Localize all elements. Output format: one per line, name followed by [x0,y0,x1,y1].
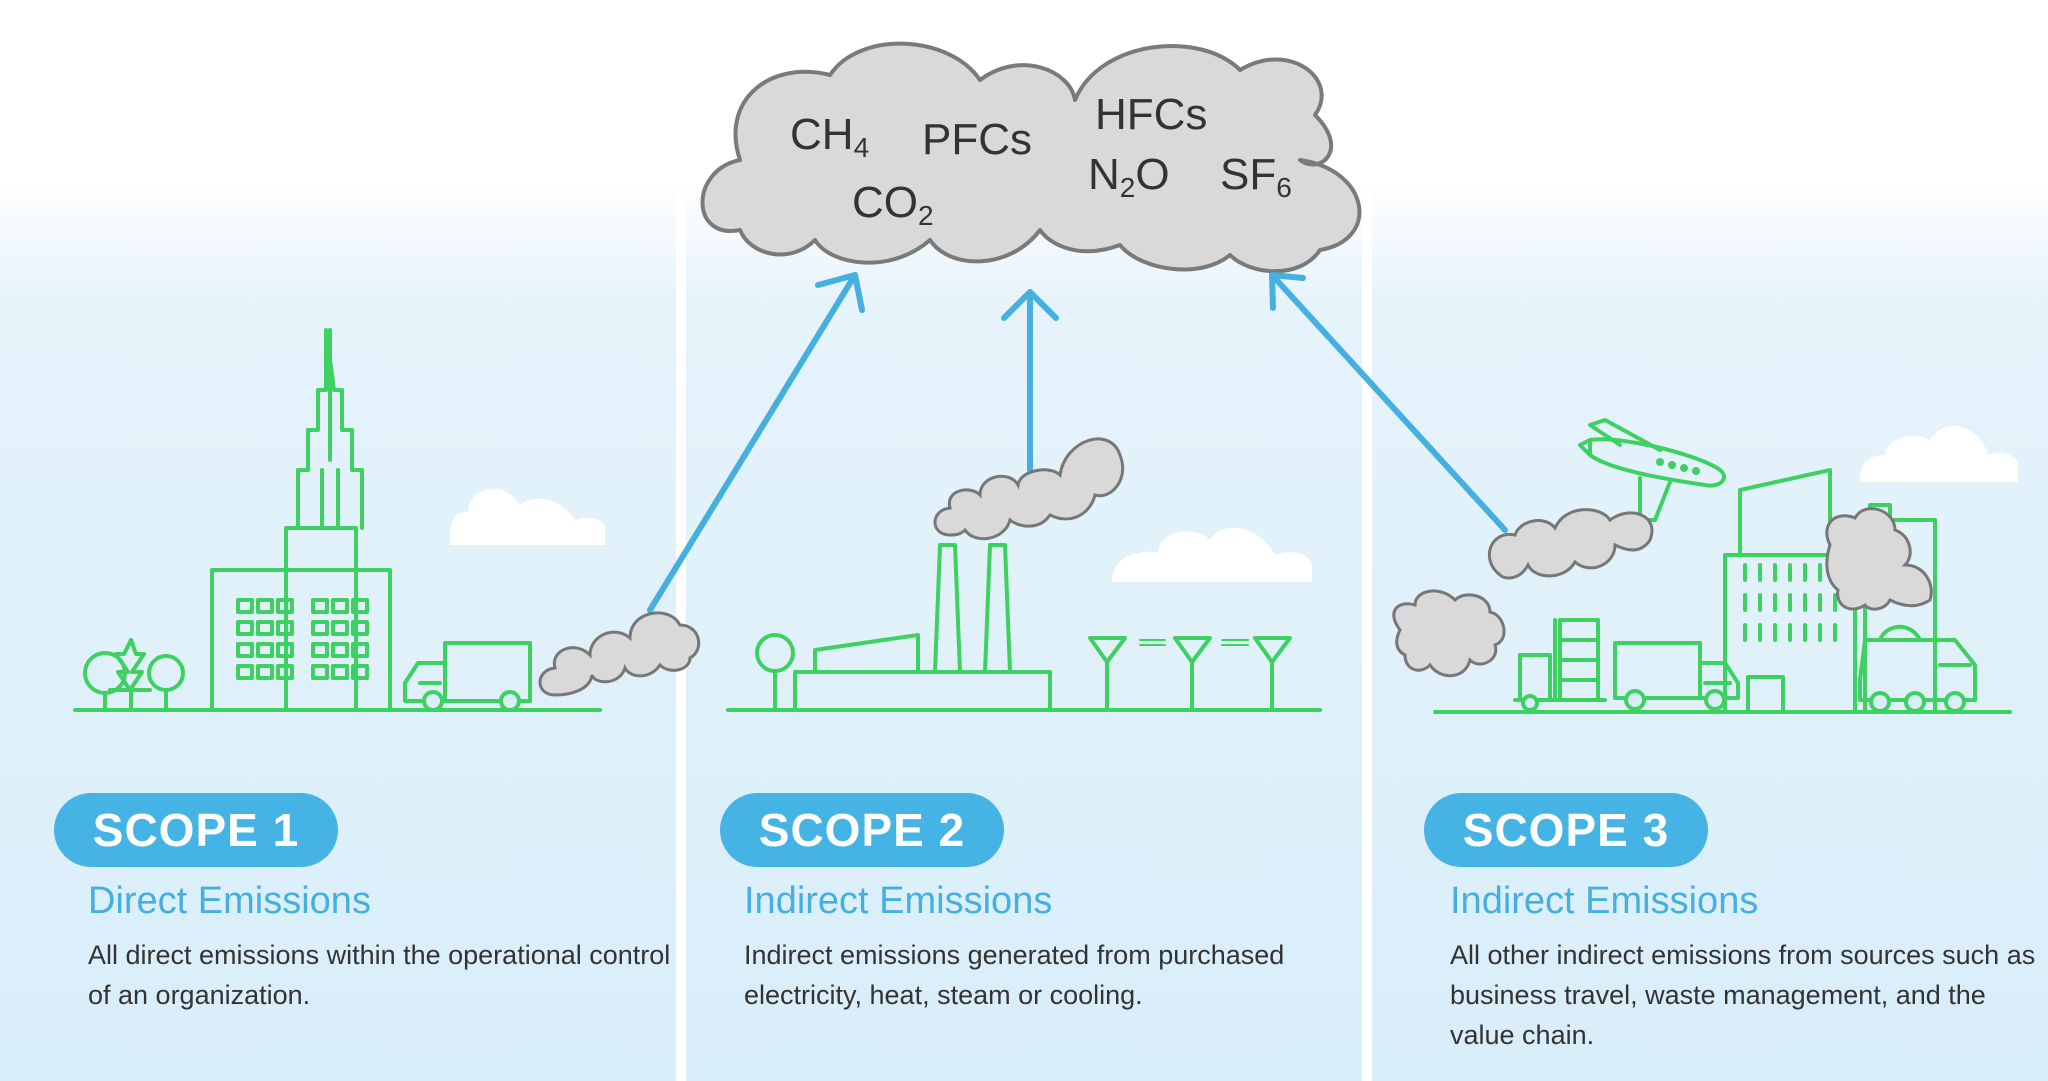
truck-icon [403,641,532,712]
gas-label-n2o: N2O [1088,150,1170,203]
tree-icon [755,633,795,712]
truck-icon [1613,641,1740,711]
airplane-icon [1578,418,1726,522]
scope-1-scene [73,328,602,712]
scope-1-title: Direct Emissions [88,880,371,922]
arrow-scope-2-icon [1001,289,1059,473]
gas-label-sf6: SF6 [1220,150,1292,203]
scope-2-description: Indirect emissions generated from purcha… [744,940,1285,1010]
forklift-icon [1513,618,1607,712]
scope-3-scene [1433,418,2012,714]
power-plant-icon [793,543,1052,712]
greenhouse-gas-cloud-icon [700,41,1362,274]
gas-label-hfcs: HFCs [1095,90,1208,139]
smoke-icon [538,611,701,697]
gas-label-co2: CO2 [852,178,934,231]
scope-2-scene [726,543,1322,712]
scope-3-title: Indirect Emissions [1450,880,1759,922]
gas-label-pfcs: PFCs [922,115,1032,164]
scope-3-badge: SCOPE 3 [1424,793,1708,867]
arrow-scope-3-icon [1269,272,1508,533]
scope-3-smoke-icons [1392,507,1933,678]
scope-2-badge: SCOPE 2 [720,793,1004,867]
smokestack-smoke-icon [933,437,1125,541]
office-building-icon [1723,468,1937,714]
garbage-truck-icon [1858,624,1977,713]
scope-1-badge: SCOPE 1 [54,793,338,867]
power-line-icon [1088,636,1292,712]
arrow-scope-1-icon [647,272,865,613]
scope-1-description: All direct emissions within the operatio… [88,940,671,1010]
gas-label-ch4: CH4 [790,110,870,163]
scope-3-description: All other indirect emissions from source… [1450,940,2036,1050]
skyscraper-icon [210,328,392,712]
sky-cloud-icons [450,425,2018,582]
scope-2-title: Indirect Emissions [744,880,1053,922]
trees-icon [83,638,185,712]
